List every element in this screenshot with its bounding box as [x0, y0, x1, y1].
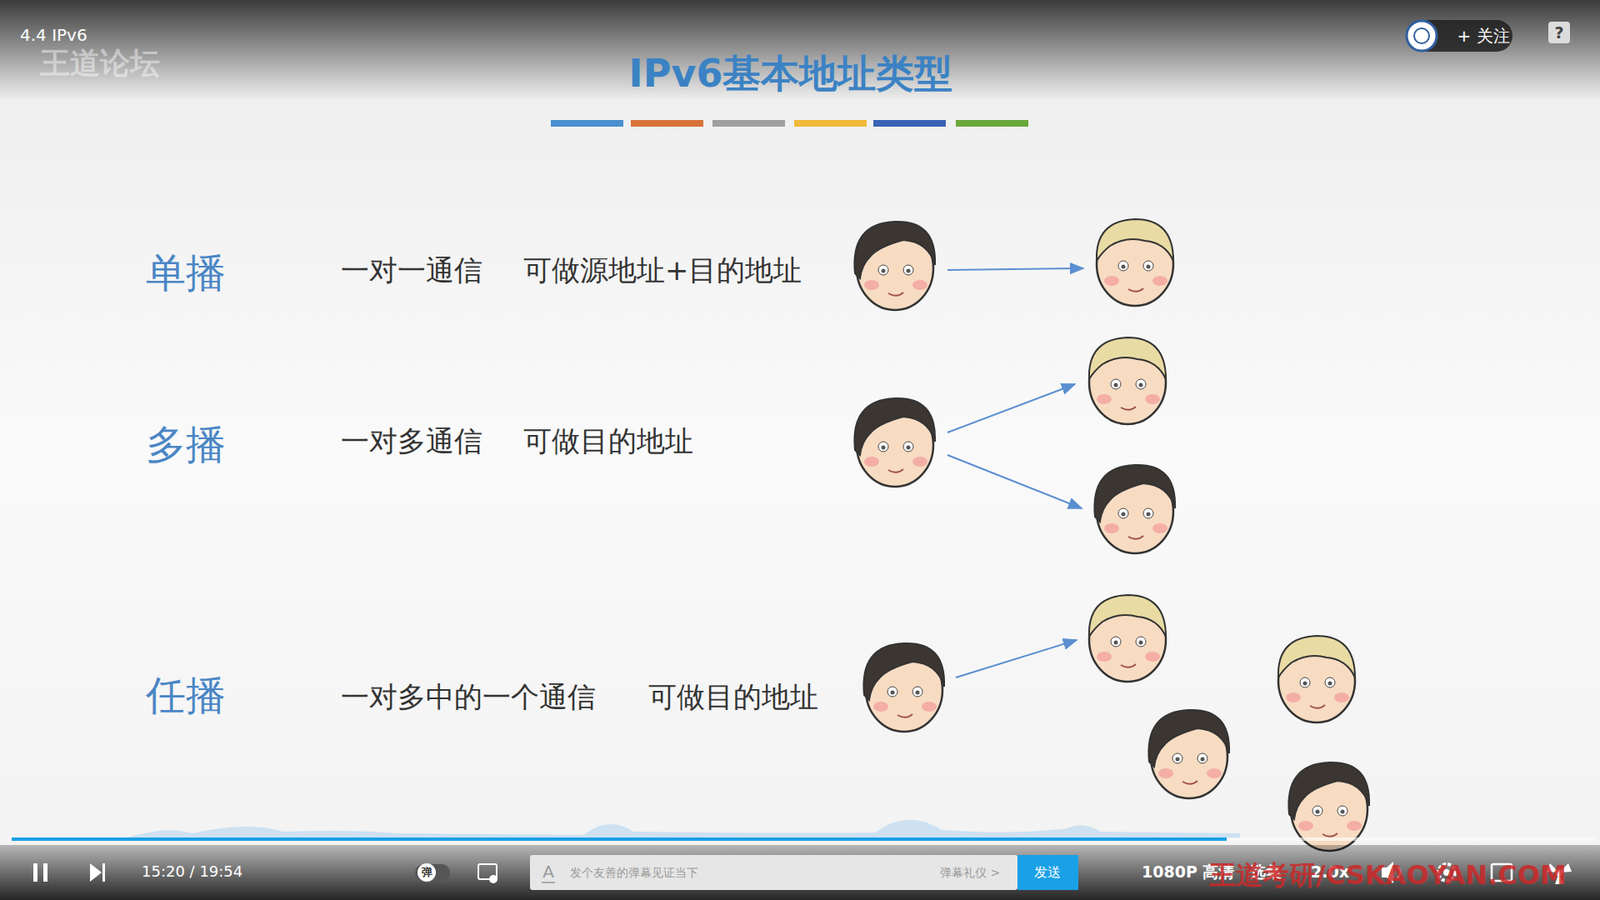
- danmaku-toggle: 弹: [421, 865, 433, 880]
- follow-pill: [1405, 20, 1513, 52]
- face-figure: [1089, 595, 1166, 682]
- time-display: 15:20 / 19:54: [141, 862, 243, 881]
- help-icon: [1548, 21, 1570, 44]
- face-figure: [1096, 219, 1174, 306]
- danmaku-input: [530, 855, 1018, 890]
- font-icon: A: [542, 861, 555, 882]
- arrows: [947, 268, 1084, 678]
- usage-note: 可做目的地址: [648, 680, 819, 715]
- face-figure: [863, 643, 945, 732]
- description: 一对一通信: [340, 253, 483, 288]
- face-figure: [1089, 337, 1166, 425]
- send-label: 发送: [1034, 864, 1061, 880]
- watermark: 王道考研/CSKAOYAN.COM: [1209, 859, 1567, 891]
- progress-bar: [11, 837, 1227, 841]
- control-bar: [0, 845, 1600, 900]
- face-illustrations: [854, 219, 1370, 851]
- danmaku-etiquette: 弹幕礼仪 >: [940, 865, 1000, 880]
- follow-button: + 关注: [1456, 25, 1510, 46]
- type-name: 单播: [145, 249, 226, 298]
- face-figure: [1094, 465, 1175, 554]
- title-color-bars: [550, 120, 1029, 127]
- type-name: 多播: [145, 420, 226, 470]
- video-title: 4.4 IPv6: [20, 25, 88, 45]
- type-name: 任播: [145, 671, 226, 720]
- top-fade: [0, 0, 1600, 100]
- usage-note: 可做源地址+目的地址: [523, 253, 803, 288]
- description: 一对多通信: [340, 424, 483, 459]
- usage-note: 可做目的地址: [523, 424, 694, 459]
- slide-title: IPv6基本地址类型: [629, 50, 954, 97]
- face-figure: [854, 221, 935, 310]
- send-button: [1017, 855, 1079, 890]
- face-figure: [1148, 710, 1230, 799]
- waveform: [11, 820, 1240, 839]
- face-figure: [854, 398, 935, 487]
- description: 一对多中的一个通信: [340, 680, 596, 715]
- face-figure: [1278, 635, 1355, 723]
- help-icon-label: ?: [1554, 23, 1564, 43]
- progress-track: [11, 837, 1595, 841]
- watermark: 王道论坛: [40, 45, 160, 81]
- font-icon-underline: [541, 881, 555, 884]
- input-placeholder: 发个友善的弹幕见证当下: [570, 865, 699, 880]
